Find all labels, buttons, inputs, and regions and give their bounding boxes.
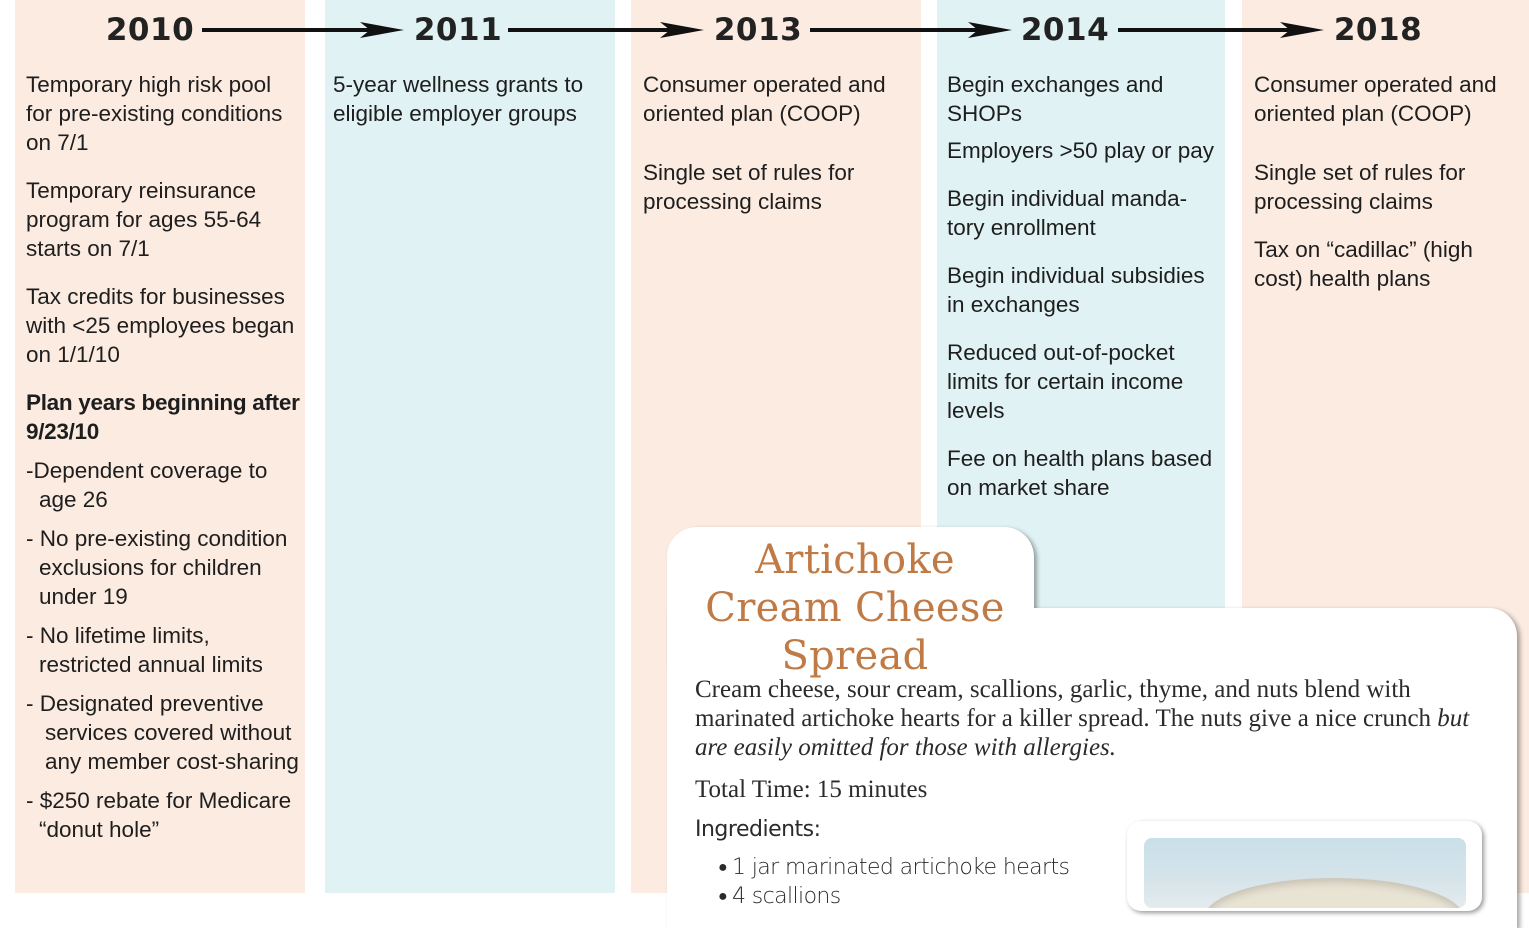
item-market-share-fee: Fee on health plans based on market shar… xyxy=(947,446,1213,500)
recipe-description-text: Cream cheese, sour cream, scallions, gar… xyxy=(695,676,1432,732)
year-2014: 2014 xyxy=(1020,12,1110,48)
recipe-total-time: Total Time: 15 minutes xyxy=(695,776,928,803)
ingredient-text: 1 jar marinated artichoke hearts xyxy=(732,855,1070,880)
recipe-photo xyxy=(1144,838,1466,908)
item-cadillac-tax: Tax on “cadillac” (high cost) health pla… xyxy=(1254,237,1473,291)
timeline-arrow-icon xyxy=(810,22,1012,38)
column-2010: Temporary high risk pool for pre-existin… xyxy=(26,70,301,854)
item-coop-plan: Consumer operated and oriented plan (COO… xyxy=(643,72,886,126)
item-single-rules: Single set of rules for processing claim… xyxy=(643,160,855,214)
column-2010-background xyxy=(15,0,305,893)
item-no-preexisting-exclusions: - No pre-existing condition exclusions f… xyxy=(26,526,288,609)
column-2013: Consumer operated and oriented plan (COO… xyxy=(643,70,913,235)
recipe-description-italic: but are easily omitted for those with al… xyxy=(695,705,1470,761)
bullet-icon: ● xyxy=(718,857,728,876)
recipe-title: Artichoke Cream Cheese Spread xyxy=(705,537,1005,679)
item-no-lifetime-limits: - No lifetime limits, restricted annual … xyxy=(26,623,263,677)
timeline-arrow-icon xyxy=(1118,22,1324,38)
item-preventive-services: - Designated preventive services covered… xyxy=(26,691,299,774)
recipe-description: Cream cheese, sour cream, scallions, gar… xyxy=(695,675,1485,762)
item-tax-credits: Tax credits for businesses with <25 empl… xyxy=(26,284,295,367)
year-2011: 2011 xyxy=(413,12,503,48)
ingredients-heading: Ingredients: xyxy=(695,817,821,842)
ingredient-item: ●4 scallions xyxy=(718,882,1069,911)
timeline-arrow-icon xyxy=(202,22,404,38)
year-2010: 2010 xyxy=(105,12,195,48)
plate-graphic xyxy=(1204,878,1464,908)
ingredient-text: 4 scallions xyxy=(732,884,841,909)
subheading-plan-years: Plan years beginning after 9/23/10 xyxy=(26,390,300,444)
column-2011-background xyxy=(325,0,615,893)
item-high-risk-pool: Temporary high risk pool for pre-existin… xyxy=(26,72,283,155)
ingredient-item: ●1 jar marinated artichoke hearts xyxy=(718,853,1070,882)
item-dependent-coverage: -Dependent coverage to age 26 xyxy=(26,458,268,512)
item-individual-subsidies: Begin individual subsidies in exchanges xyxy=(947,263,1205,317)
recipe-card-joint xyxy=(667,604,1034,616)
item-reduced-oop-limits: Reduced out-of-pocket limits for certain… xyxy=(947,340,1184,423)
item-wellness-grants: 5-year wellness grants to eligible emplo… xyxy=(333,72,584,126)
item-single-rules: Single set of rules for processing claim… xyxy=(1254,160,1466,214)
column-2011: 5-year wellness grants to eligible emplo… xyxy=(333,70,603,147)
ingredients-list: ●1 jar marinated artichoke hearts ●4 sca… xyxy=(718,853,1070,911)
item-mandatory-enrollment: Begin individual manda-tory enrollment xyxy=(947,186,1188,240)
bullet-icon: ● xyxy=(718,886,728,905)
year-2018: 2018 xyxy=(1333,12,1423,48)
item-begin-exchanges: Begin exchanges and SHOPs xyxy=(947,72,1164,126)
item-play-or-pay: Employers >50 play or pay xyxy=(947,138,1215,163)
item-reinsurance-program: Temporary reinsurance program for ages 5… xyxy=(26,178,262,261)
year-2013: 2013 xyxy=(713,12,803,48)
item-medicare-rebate: - $250 rebate for Medicare “donut hole” xyxy=(26,788,292,842)
column-2014: Begin exchanges and SHOPs Employers >50 … xyxy=(947,70,1222,521)
column-2018: Consumer operated and oriented plan (COO… xyxy=(1254,70,1524,312)
item-coop-plan: Consumer operated and oriented plan (COO… xyxy=(1254,72,1497,126)
timeline-arrow-icon xyxy=(508,22,704,38)
